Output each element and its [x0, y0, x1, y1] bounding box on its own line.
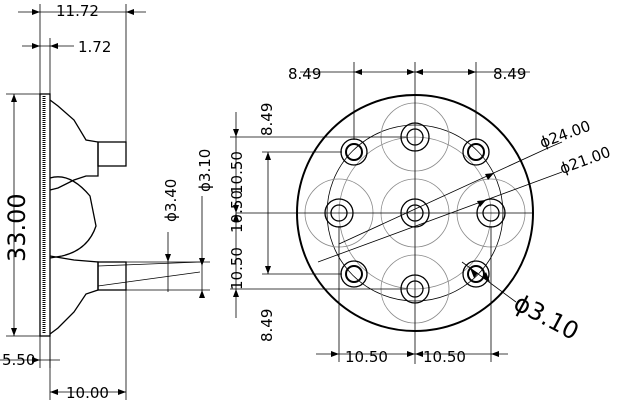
arrow — [468, 69, 476, 75]
arrow — [199, 258, 205, 266]
lens-profile-lower — [49, 255, 99, 335]
dim-flange-thickness: 1.72 — [78, 38, 111, 56]
arrow — [407, 351, 415, 357]
leader-pcd-24 — [338, 147, 549, 245]
dim-bottom-right: 10.50 — [423, 348, 466, 366]
side-view: 11.72 1.72 33.00 5.50 10.00 ϕ3.40 — [0, 2, 214, 402]
arrow — [415, 69, 423, 75]
dim-left-top: 8.49 — [258, 103, 276, 136]
mount-hole-tl — [340, 138, 368, 166]
arrow — [118, 389, 126, 395]
arrow — [11, 328, 17, 336]
arrow — [50, 389, 58, 395]
arrow — [233, 205, 239, 213]
dim-bottom-left: 10.50 — [345, 348, 388, 366]
flange-plate — [39, 93, 51, 337]
dim-depth: 10.00 — [66, 384, 109, 402]
dim-mount-hole: ϕ3.10 — [509, 289, 583, 346]
mount-hole-tr — [462, 138, 490, 166]
dim-width-total: 11.72 — [56, 2, 99, 20]
arrow — [233, 213, 239, 221]
arrow — [32, 357, 40, 363]
leader-pcd-21 — [317, 171, 563, 263]
arrow — [233, 129, 239, 137]
arrow — [485, 173, 494, 180]
dim-left-lower: 10.50 — [228, 247, 246, 290]
arrow — [470, 268, 478, 278]
arrow — [126, 9, 134, 15]
arrow — [354, 69, 362, 75]
dim-left-mid: 10.50 — [228, 190, 246, 233]
pin-cone-b — [97, 271, 201, 287]
mount-hole-br-in — [467, 265, 485, 283]
mount-hole-bl — [340, 260, 368, 288]
arrow — [407, 69, 415, 75]
mount-hole-tr-in — [467, 143, 485, 161]
arrow — [50, 43, 58, 49]
dim-top-right: 8.49 — [493, 65, 526, 83]
arrow — [491, 351, 499, 357]
mount-hole-tl-in — [345, 143, 363, 161]
arrow — [265, 266, 271, 274]
dim-hole-large: ϕ3.40 — [162, 179, 180, 222]
leader-pcd-24-tail — [547, 141, 563, 149]
dim-bottom-offset: 5.50 — [2, 351, 35, 369]
arrow — [265, 152, 271, 160]
arrow — [32, 43, 40, 49]
lower-pin — [97, 261, 127, 291]
arrow — [477, 200, 486, 207]
arrow — [11, 94, 17, 102]
arrow — [32, 9, 40, 15]
dim-left-upper: 10.50 — [228, 151, 246, 194]
mount-hole-br — [462, 260, 490, 288]
lens-profile-middle — [49, 176, 97, 259]
arrow — [482, 272, 490, 282]
dim-hole-small: ϕ3.10 — [196, 149, 214, 192]
arrow — [199, 290, 205, 298]
dim-left-bottom: 8.49 — [258, 309, 276, 342]
dim-top-left: 8.49 — [288, 65, 321, 83]
dim-outer-pcd: ϕ24.00 — [537, 117, 593, 152]
upper-pin — [97, 141, 127, 167]
mount-hole-bl-in — [345, 265, 363, 283]
arrow — [331, 351, 339, 357]
front-view: 8.49 8.49 8.49 10.50 10.50 10.50 8.49 10… — [228, 62, 613, 366]
pin-cone-a — [97, 261, 201, 267]
arrow — [165, 254, 171, 262]
dim-diameter: 33.00 — [3, 193, 31, 262]
dim-inner-pcd: ϕ21.00 — [557, 143, 613, 178]
arrow — [415, 351, 423, 357]
arrow — [233, 289, 239, 297]
